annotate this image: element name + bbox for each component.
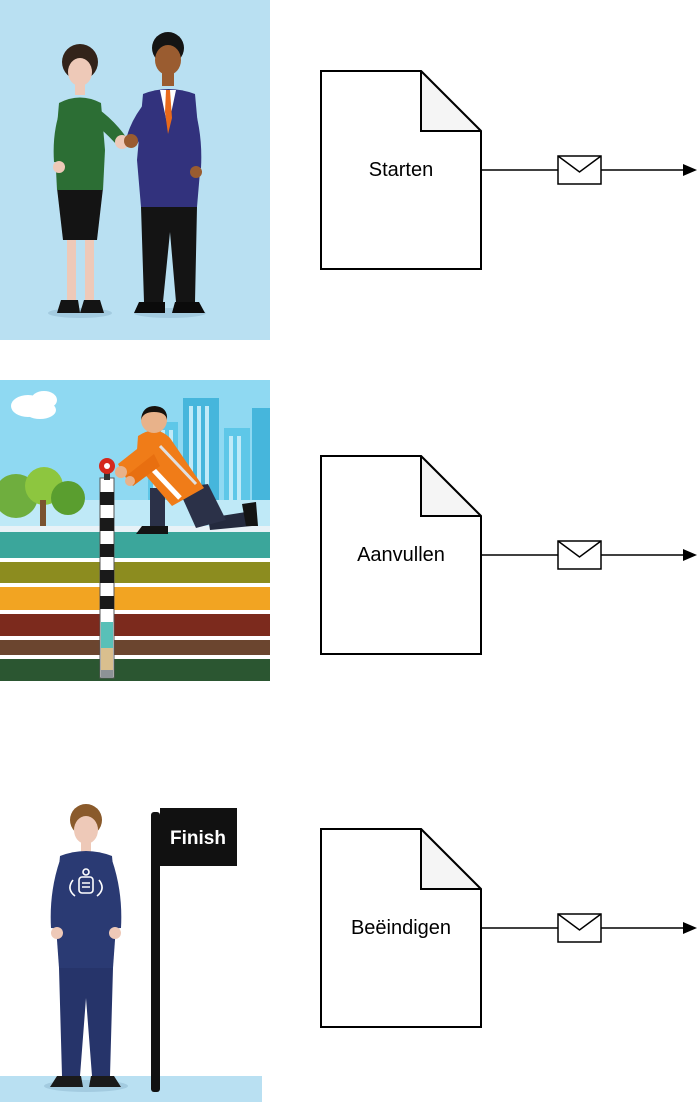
flag-cloth [160, 808, 237, 866]
arrowhead-icon [683, 164, 697, 176]
woman-figure [53, 44, 129, 313]
soil-layers [0, 526, 270, 681]
cloud [11, 391, 57, 419]
document-note-shape-aanvullen [320, 455, 482, 655]
document-note-shape-beeindigen [320, 828, 482, 1028]
trees [0, 467, 85, 526]
finish-flag: Finish [151, 808, 237, 1092]
measuring-tape-device [99, 458, 115, 480]
handshake-illustration [0, 0, 270, 340]
finish-flag-illustration: Finish [0, 760, 262, 1102]
official-figure [50, 804, 122, 1087]
government-emblem [69, 868, 103, 897]
folded-corner [420, 455, 482, 517]
envelope-icon [557, 540, 602, 570]
folded-corner [420, 828, 482, 890]
flag-pole [151, 812, 160, 1092]
connector-starten [481, 155, 697, 185]
field-worker [115, 406, 258, 534]
folded-corner [420, 70, 482, 132]
illustration-background [0, 0, 270, 340]
fieldwork-illustration [0, 380, 270, 725]
envelope-icon [557, 913, 602, 943]
arrowhead-icon [683, 549, 697, 561]
connector-beeindigen [481, 913, 697, 943]
monitoring-well [99, 477, 115, 679]
connector-aanvullen [481, 540, 697, 570]
document-note-shape-starten [320, 70, 482, 270]
flag-label: Finish [170, 828, 226, 849]
arrowhead-icon [683, 922, 697, 934]
ground-strip [0, 1076, 262, 1102]
man-figure [124, 32, 205, 313]
envelope-icon [557, 155, 602, 185]
